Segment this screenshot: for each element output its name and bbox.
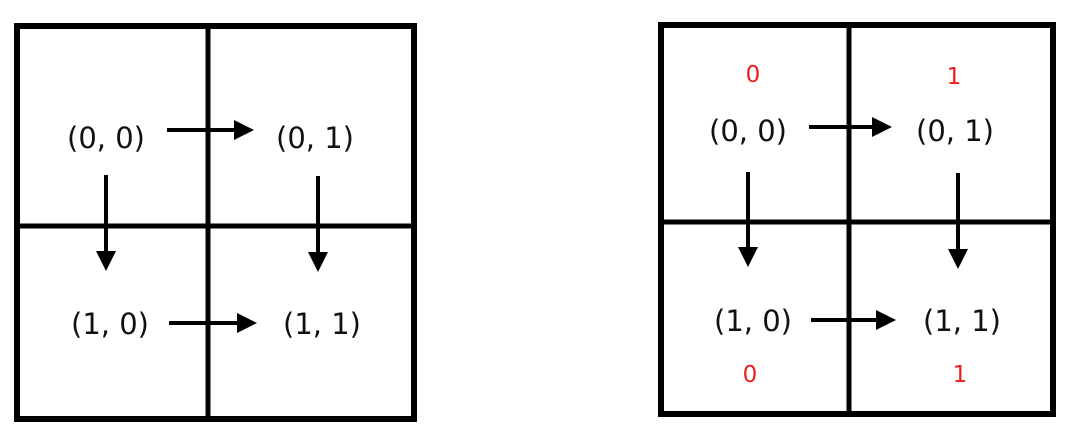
cell-label-1-0: (1, 0) [714, 304, 792, 338]
cell-label-1-0: (1, 0) [71, 307, 149, 341]
cell-label-0-1: (0, 1) [916, 114, 994, 148]
left-grid: (0, 0) (0, 1) (1, 0) (1, 1) [14, 23, 417, 422]
value-top-right: 1 [947, 64, 962, 90]
cell-label-0-0: (0, 0) [67, 121, 145, 155]
value-bottom-right: 1 [953, 362, 968, 388]
cell-label-1-1: (1, 1) [283, 307, 361, 341]
left-grid-border [14, 23, 417, 422]
cell-label-0-1: (0, 1) [276, 121, 354, 155]
right-grid: 0 1 (0, 0) (0, 1) (1, 0) (1, 1) 0 1 [658, 22, 1056, 417]
value-top-left: 0 [746, 62, 761, 88]
cell-label-0-0: (0, 0) [709, 114, 787, 148]
value-bottom-left: 0 [743, 362, 758, 388]
cell-label-1-1: (1, 1) [923, 304, 1001, 338]
